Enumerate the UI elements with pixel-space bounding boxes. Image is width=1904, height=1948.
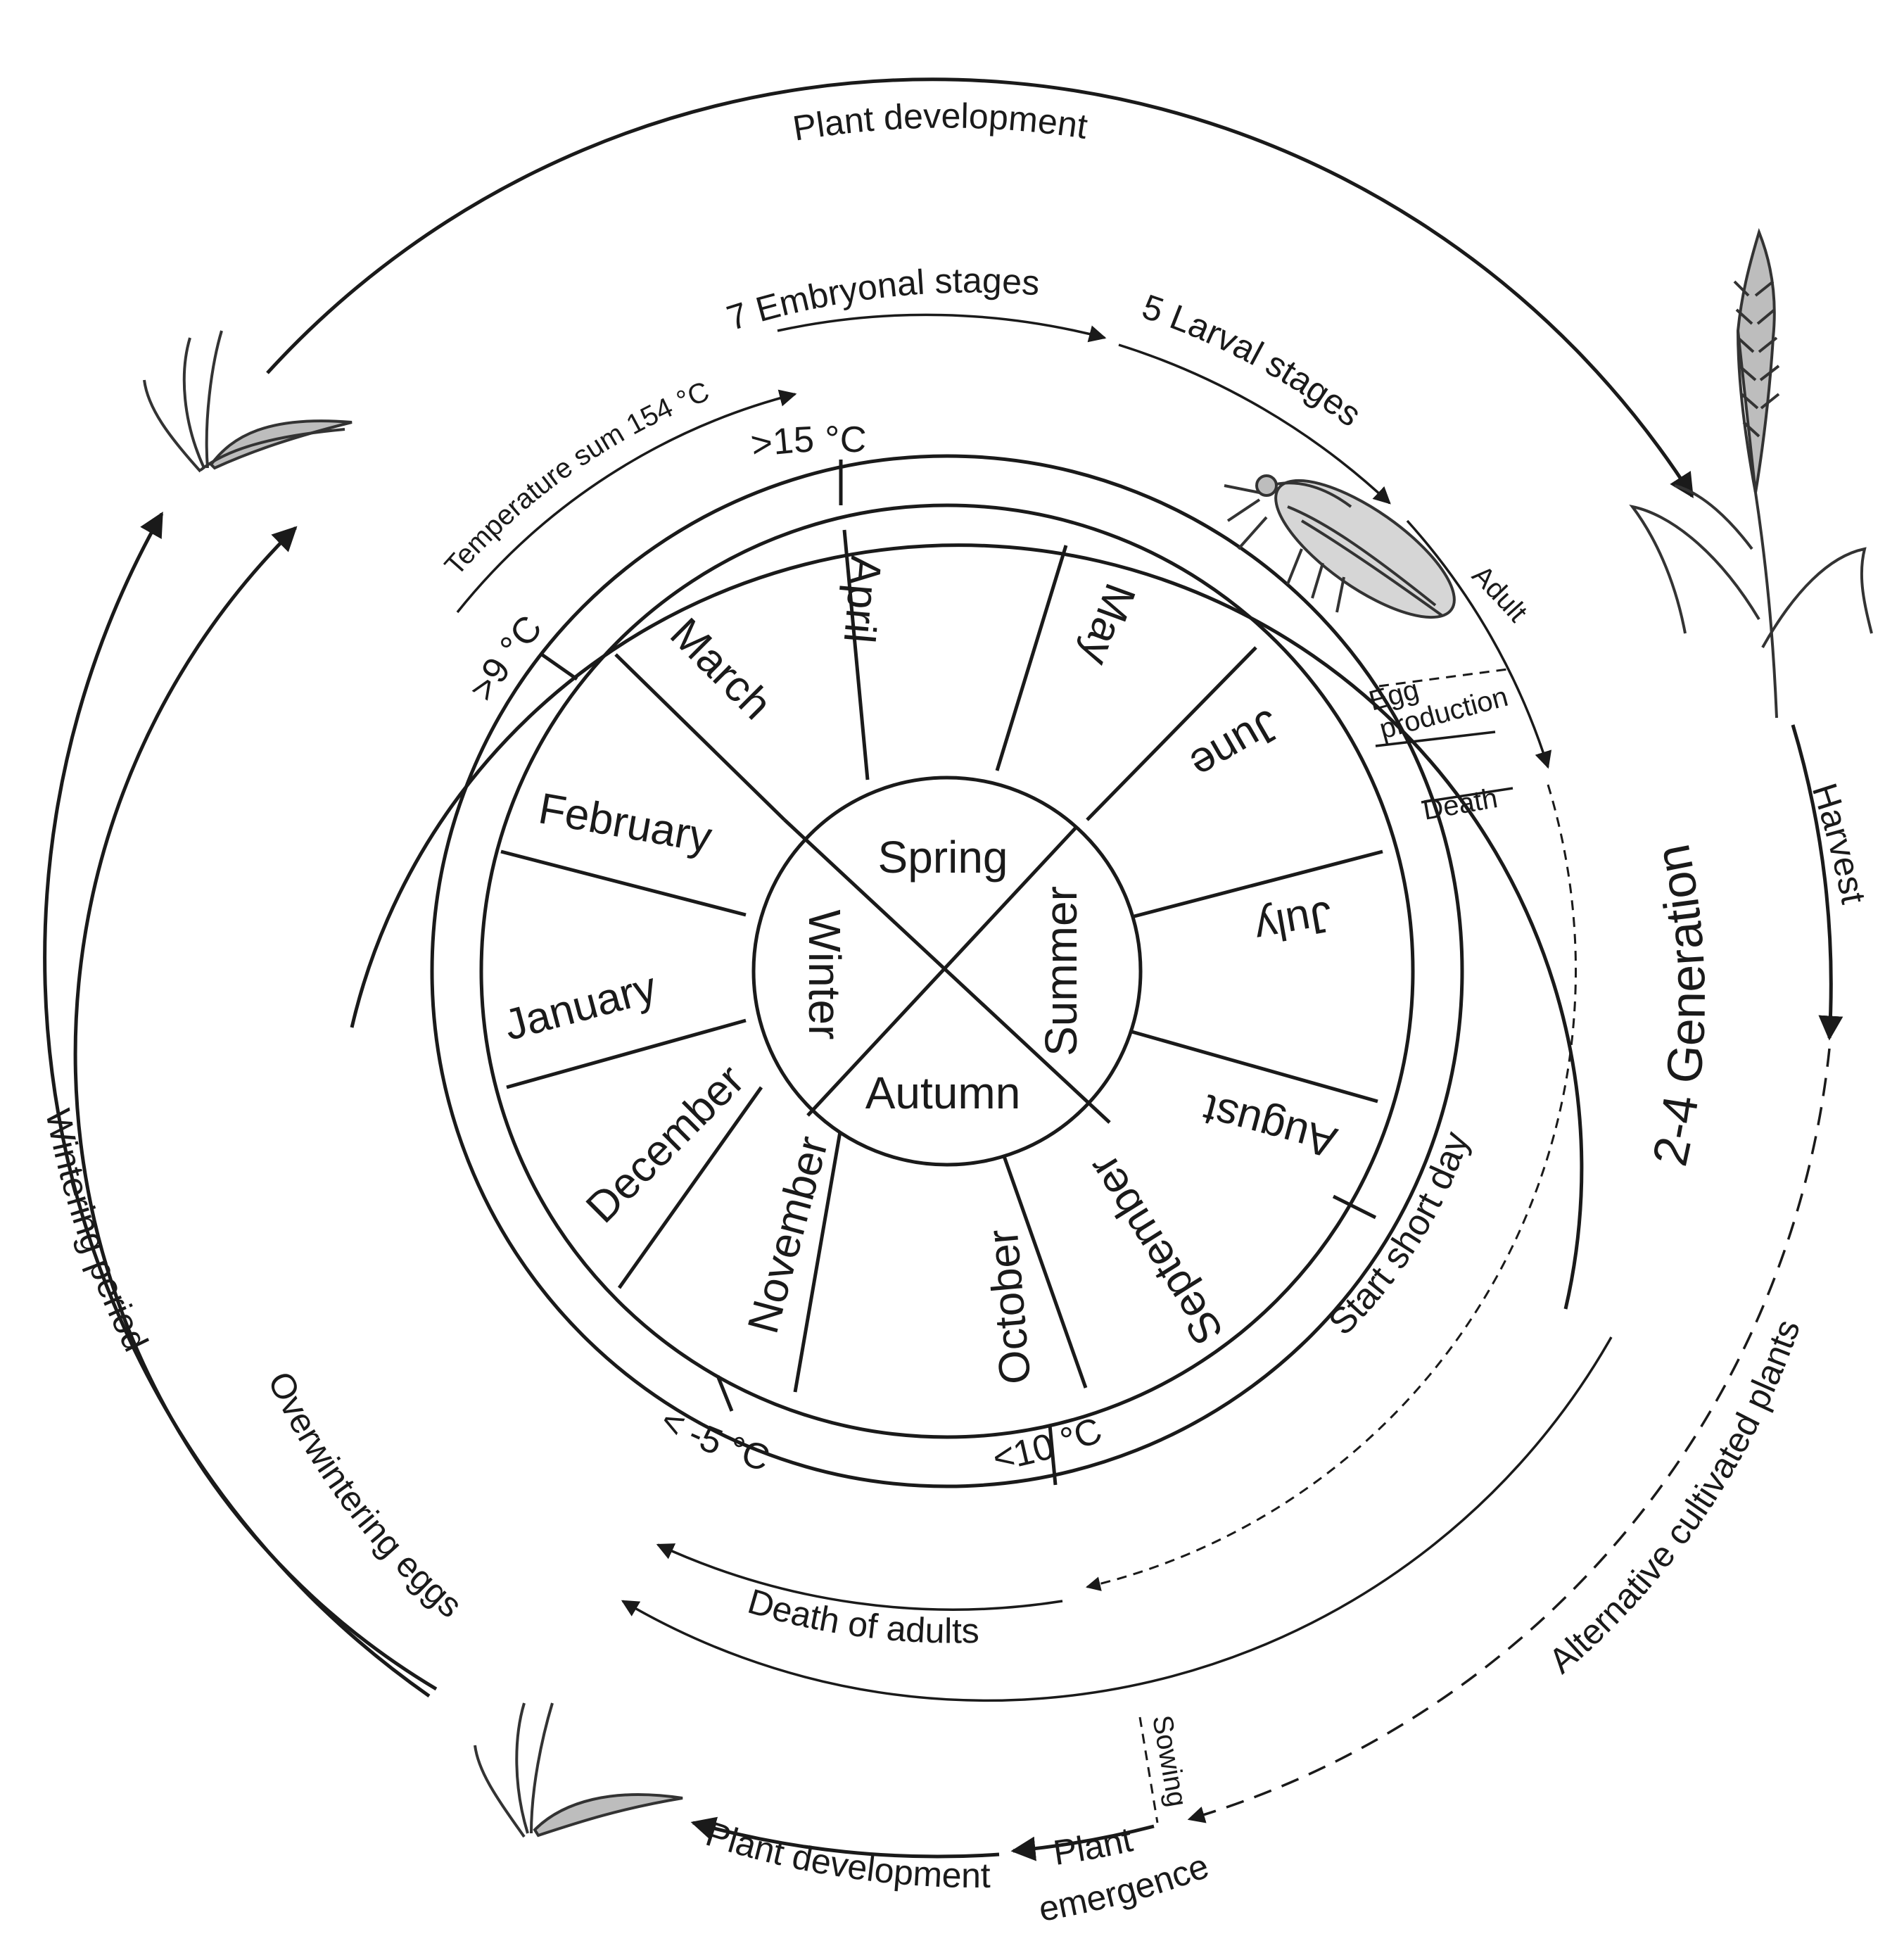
month-divider [1086,646,1257,821]
seedling-bottom-icon [474,1702,683,1838]
month-divider [1002,1156,1088,1389]
wheat-plant-icon [1629,227,1873,719]
season-winter: Winter [799,910,850,1040]
season-summer: Summer [1036,886,1086,1056]
inner-ring-outer-circle [479,503,1415,1439]
month-divider [1129,1029,1378,1103]
season-spring: Spring [878,832,1008,883]
threshold-tick [1332,1194,1377,1220]
plant-development-top-arrow [266,77,1694,498]
wintering-period-label: Wintering period [38,1106,156,1358]
insect-cycle-ring [350,543,1584,1310]
season-divider [806,826,1078,1117]
embryonal-arrow [777,313,1107,343]
wintering-period-arrow [43,511,431,1698]
plant-development-bottom-label: Plant development [702,1814,991,1895]
month-divider [793,1131,842,1393]
alternative-plants-dashed-arrow [1187,1048,1831,1823]
harvest-label: Harvest [1805,778,1874,907]
sowing-label: Sowing [1146,1713,1193,1809]
leafhopper-insect-icon [1224,474,1456,619]
month-divider [500,849,747,917]
threshold-ring-circle [430,454,1464,1488]
threshold-tick [716,1375,734,1412]
month-october: October [979,1227,1041,1386]
month-divider [842,529,870,780]
plant-cycle [43,77,1843,1861]
death-label: Death [1421,783,1500,826]
season-divider [783,818,1111,1124]
threshold-lt-minus5: < -5 °C [654,1400,774,1479]
death-line [1421,787,1513,804]
month-july: July [1251,892,1336,953]
egg-production-underline [1375,730,1496,747]
temperature-sum-arrow [456,389,797,614]
month-august: August [1198,1084,1342,1167]
larval-stages-label: 5 Larval stages [1137,286,1369,434]
plant-emergence-arrow [1010,1824,1155,1861]
season-hub-circle [751,776,1143,1167]
seedling-top-left-icon [143,330,353,473]
death-of-adults-label: Death of adults [744,1581,979,1651]
temperature-sum-label: Temperature sum 154 °C [439,376,713,581]
month-february: February [535,784,715,862]
death-dashed-arrow [1085,784,1577,1591]
month-march: March [661,609,781,729]
month-december: December [577,1056,754,1232]
egg-production-line [1378,667,1513,688]
threshold-tick [1048,1424,1058,1486]
threshold-gt15: >15 °C [749,419,868,466]
larval-arrow [1118,343,1391,505]
embryonal-stages-label: 7 Embryonal stages [722,260,1041,338]
season-autumn: Autumn [865,1068,1021,1118]
plant-development-bottom-arrow [690,1816,1000,1859]
plant-development-top-label: Plant development [790,96,1090,148]
season-labels: Spring Autumn Summer Winter [799,832,1086,1118]
threshold-lt10: <10 °C [990,1410,1108,1479]
month-april: April [834,554,891,645]
threshold-start-short-day: Start short day [1321,1127,1477,1343]
sowing-dashed-line [1138,1716,1159,1823]
month-september: September [1079,1146,1233,1353]
harvest-arrow [1791,724,1843,1041]
month-labels: April May June July August September Oct… [499,554,1342,1386]
month-june: June [1182,700,1288,789]
plant-emergence-label-1: Plant [1051,1819,1136,1872]
adult-arrow [1406,519,1552,769]
month-january: January [499,963,661,1050]
overwintering-eggs-label: Overwintering eggs [260,1365,470,1625]
threshold-tick [540,652,578,681]
alternative-plants-label: Alternative cultivated plants [1542,1315,1808,1681]
adult-label: Adult [1466,559,1533,628]
death-of-adults-arrow-outer [621,1336,1613,1702]
month-divider [995,545,1068,771]
month-divider [614,653,786,821]
month-wheel [430,454,1464,1488]
month-may: May [1071,577,1145,671]
month-divider [1134,849,1383,918]
death-of-adults-arrow-inner [656,1543,1063,1611]
month-divider [617,1086,763,1289]
month-divider [506,1018,747,1089]
